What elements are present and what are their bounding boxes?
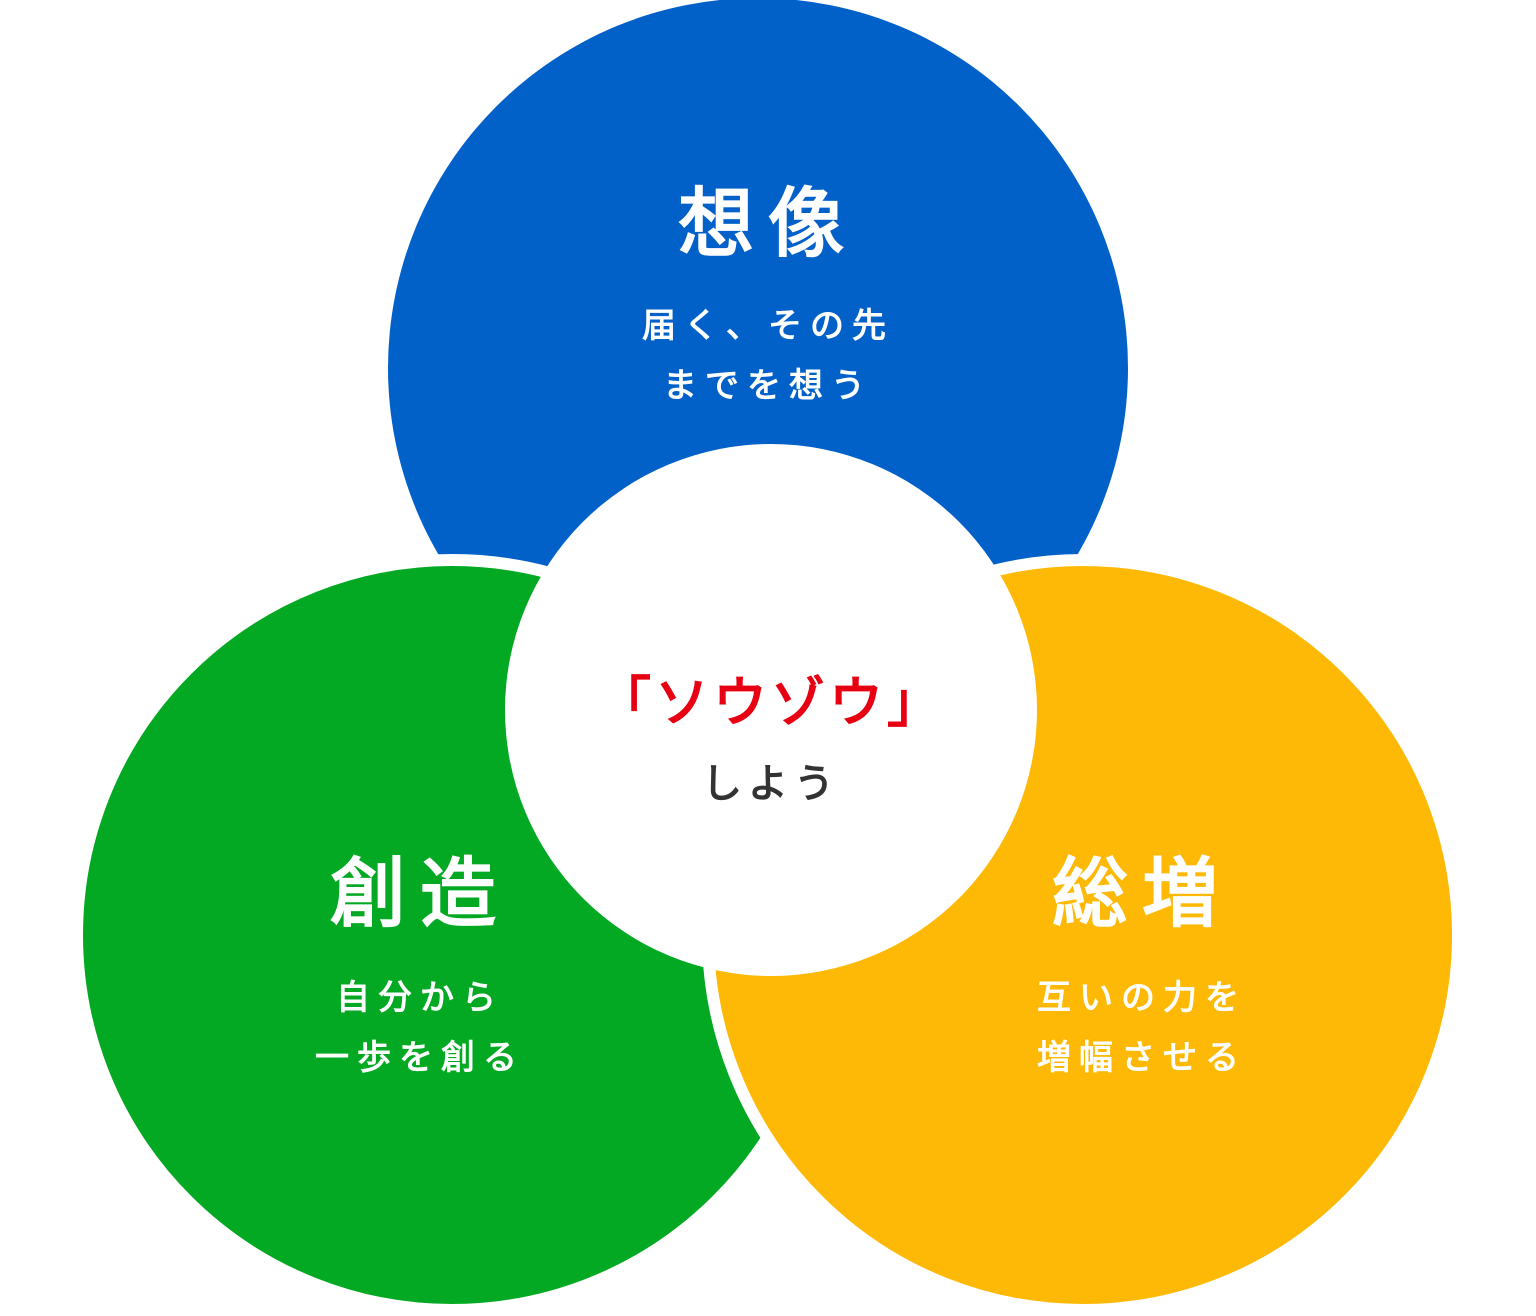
center-label: 「ソウゾウ」 しよう [521, 671, 1021, 807]
creation-line-1: 自分から [336, 978, 504, 1018]
center-circle [505, 444, 1037, 976]
imagination-line-1: 届く、その先 [642, 306, 894, 346]
imagination-label: 想像 届く、その先 までを想う [558, 186, 978, 416]
creation-line-2: 一歩を創る [315, 1038, 525, 1078]
creation-label: 創造 自分から 一歩を創る [210, 856, 630, 1088]
center-subtitle: しよう [702, 761, 840, 807]
center-title: 「ソウゾウ」 [597, 671, 945, 734]
amplification-label: 総増 互いの力を 増幅させる [932, 856, 1352, 1088]
amplification-line-2: 増幅させる [1037, 1038, 1247, 1078]
creation-title: 創造 [330, 849, 510, 938]
amplification-title: 総増 [1052, 849, 1232, 938]
imagination-line-2: までを想う [663, 366, 873, 406]
imagination-title: 想像 [678, 179, 858, 268]
amplification-line-1: 互いの力を [1037, 978, 1247, 1018]
